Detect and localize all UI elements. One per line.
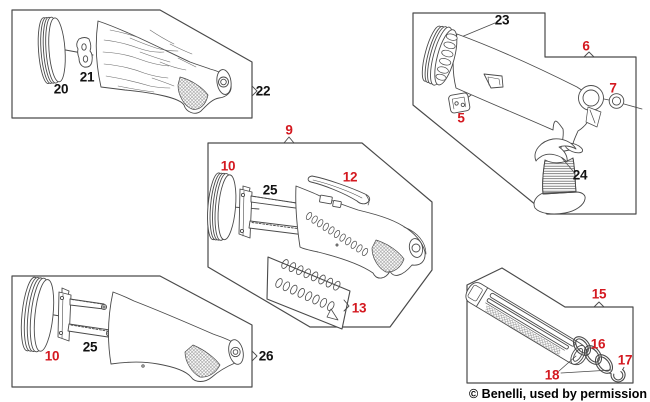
stock-eye-inner — [582, 89, 600, 107]
wood-stock-drawing — [95, 20, 232, 114]
part-label-25-bottom: 25 — [82, 339, 98, 355]
pistol-grip-24-drawing — [533, 138, 586, 215]
part-label-26: 26 — [258, 348, 274, 364]
part-label-23: 23 — [494, 12, 510, 28]
tang-piece — [585, 106, 602, 128]
buttplate-ring — [216, 69, 232, 95]
part-label-16: 16 — [590, 336, 606, 352]
callout-tick-22 — [251, 85, 258, 97]
recoil-pad-20-drawing — [37, 16, 66, 85]
recoil-pad-10-drawing — [207, 172, 237, 241]
part-label-25-mid: 25 — [262, 182, 278, 198]
part-label-5: 5 — [457, 110, 465, 126]
part-label-6: 6 — [582, 38, 590, 54]
plate-5-drawing — [448, 92, 471, 114]
part-label-7: 7 — [609, 80, 617, 96]
shim-box-13-drawing — [266, 256, 351, 330]
assembly-box-forend — [465, 267, 634, 384]
callout-tick-26 — [251, 350, 258, 362]
callout-tick-9 — [283, 136, 295, 144]
part-label-20: 20 — [53, 81, 69, 97]
part-label-9: 9 — [285, 122, 293, 138]
assembly-box-wood-buttstock — [11, 9, 258, 119]
part-label-24: 24 — [572, 167, 588, 183]
washer-7-drawing — [608, 93, 625, 109]
forend-drawing — [465, 282, 588, 366]
grip-checkering — [184, 344, 221, 378]
grip-checkering — [177, 76, 209, 110]
part-label-12: 12 — [342, 169, 358, 185]
shim-springs — [275, 259, 341, 321]
callout-tick-15 — [593, 301, 605, 308]
assembly-box-pistol-grip-stock — [412, 12, 643, 215]
chevron-dampers — [305, 212, 369, 256]
recoil-pad-10-drawing — [20, 276, 55, 353]
comb-bracket-25-drawing — [57, 287, 113, 342]
grip-checkering — [371, 239, 405, 273]
stock-body-comfortech-drawing — [295, 185, 427, 279]
stock-body-drawing — [452, 33, 604, 154]
recoil-pad-23-drawing — [421, 25, 458, 86]
part-label-21: 21 — [79, 69, 95, 85]
forend-inner-shading — [485, 304, 561, 357]
synthetic-stock-drawing — [108, 291, 244, 382]
buttplate-ring — [228, 339, 244, 365]
o-ring-drawing — [572, 336, 614, 374]
wood-grain-texture — [102, 29, 197, 93]
part-label-10-bottom: 10 — [44, 348, 60, 364]
c-clip-drawing — [608, 366, 626, 383]
comb-piece-12-drawing — [307, 175, 371, 206]
leader-lines-18 — [558, 355, 612, 374]
callout-tick-6 — [583, 51, 595, 58]
spacer-21-drawing — [76, 37, 93, 68]
part-label-17: 17 — [617, 352, 633, 368]
assembly-box-synthetic-stock — [11, 275, 258, 388]
part-label-18: 18 — [544, 367, 560, 383]
copyright-credit: © Benelli, used by permission — [468, 387, 647, 401]
callout-tick-13 — [343, 299, 350, 312]
part-label-15: 15 — [591, 286, 607, 302]
assembly-box-comfortech-stock — [207, 136, 433, 330]
part-label-22: 22 — [255, 83, 271, 99]
part-label-13: 13 — [351, 300, 367, 316]
part-label-10-mid: 10 — [220, 158, 236, 174]
